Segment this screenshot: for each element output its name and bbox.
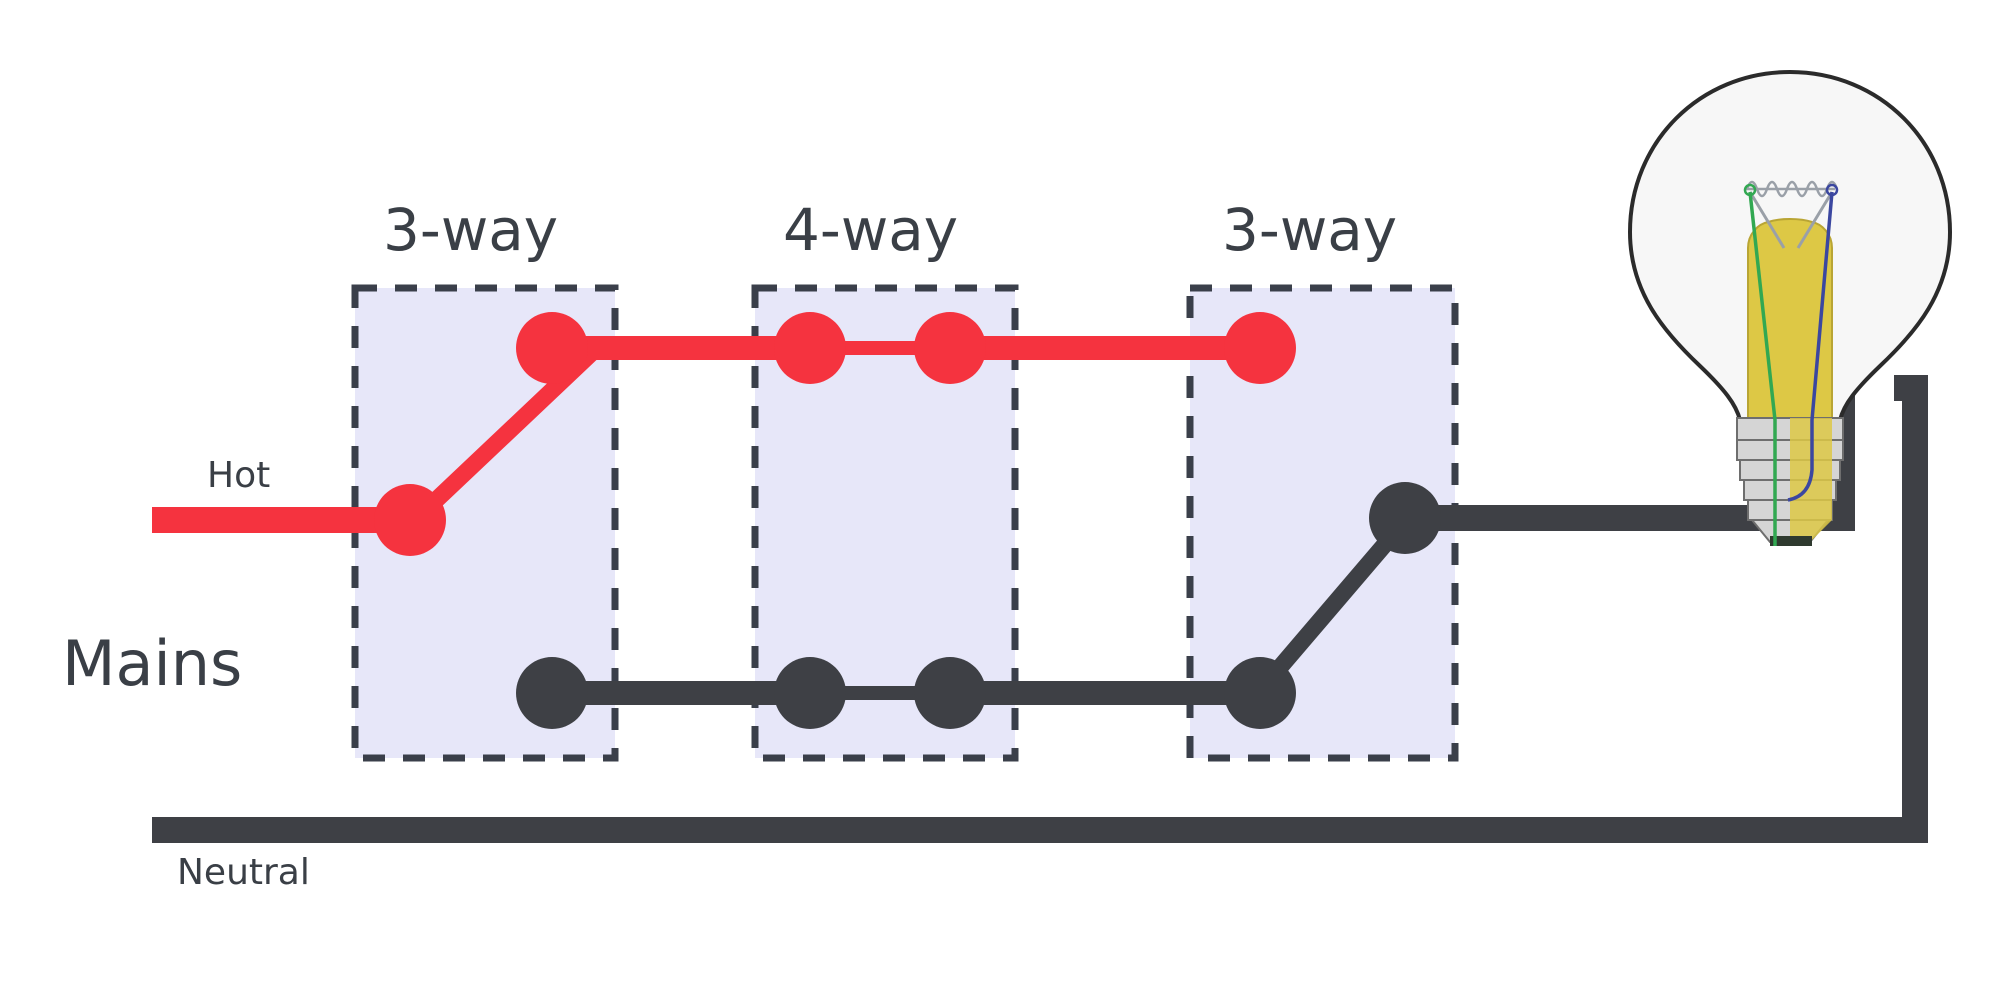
- bulb-filament-coil: [1745, 180, 1839, 198]
- bulb-filament-leads: [1748, 191, 1834, 546]
- bulb-screw-base: [1736, 417, 1844, 546]
- lamp-return-wire: [1894, 375, 1928, 830]
- terminal-nodes-dark: [516, 482, 1441, 729]
- node-switched-output-terminal[interactable]: [1369, 482, 1441, 554]
- node-traveler-b-mid-out[interactable]: [914, 657, 986, 729]
- mains-label: Mains: [62, 627, 243, 700]
- light-bulb-group[interactable]: [1627, 69, 1953, 546]
- hot-label: Hot: [207, 455, 271, 496]
- switch-label-3way-right: 3-way: [1222, 196, 1398, 264]
- neutral-label: Neutral: [177, 852, 310, 893]
- node-traveler-b-right[interactable]: [1224, 657, 1296, 729]
- bulb-lead-terminals: [1743, 183, 1839, 197]
- node-traveler-a-left[interactable]: [516, 312, 588, 384]
- node-hot-input-terminal[interactable]: [374, 484, 446, 556]
- node-traveler-b-mid-in[interactable]: [774, 657, 846, 729]
- node-traveler-a-mid-in[interactable]: [774, 312, 846, 384]
- node-traveler-b-left[interactable]: [516, 657, 588, 729]
- terminal-nodes-red: [374, 312, 1296, 556]
- node-traveler-a-mid-out[interactable]: [914, 312, 986, 384]
- switch-label-4way-middle: 4-way: [783, 196, 959, 264]
- hot-conductor-group: [152, 336, 1264, 533]
- node-traveler-a-right[interactable]: [1224, 312, 1296, 384]
- switch-label-3way-left: 3-way: [383, 196, 559, 264]
